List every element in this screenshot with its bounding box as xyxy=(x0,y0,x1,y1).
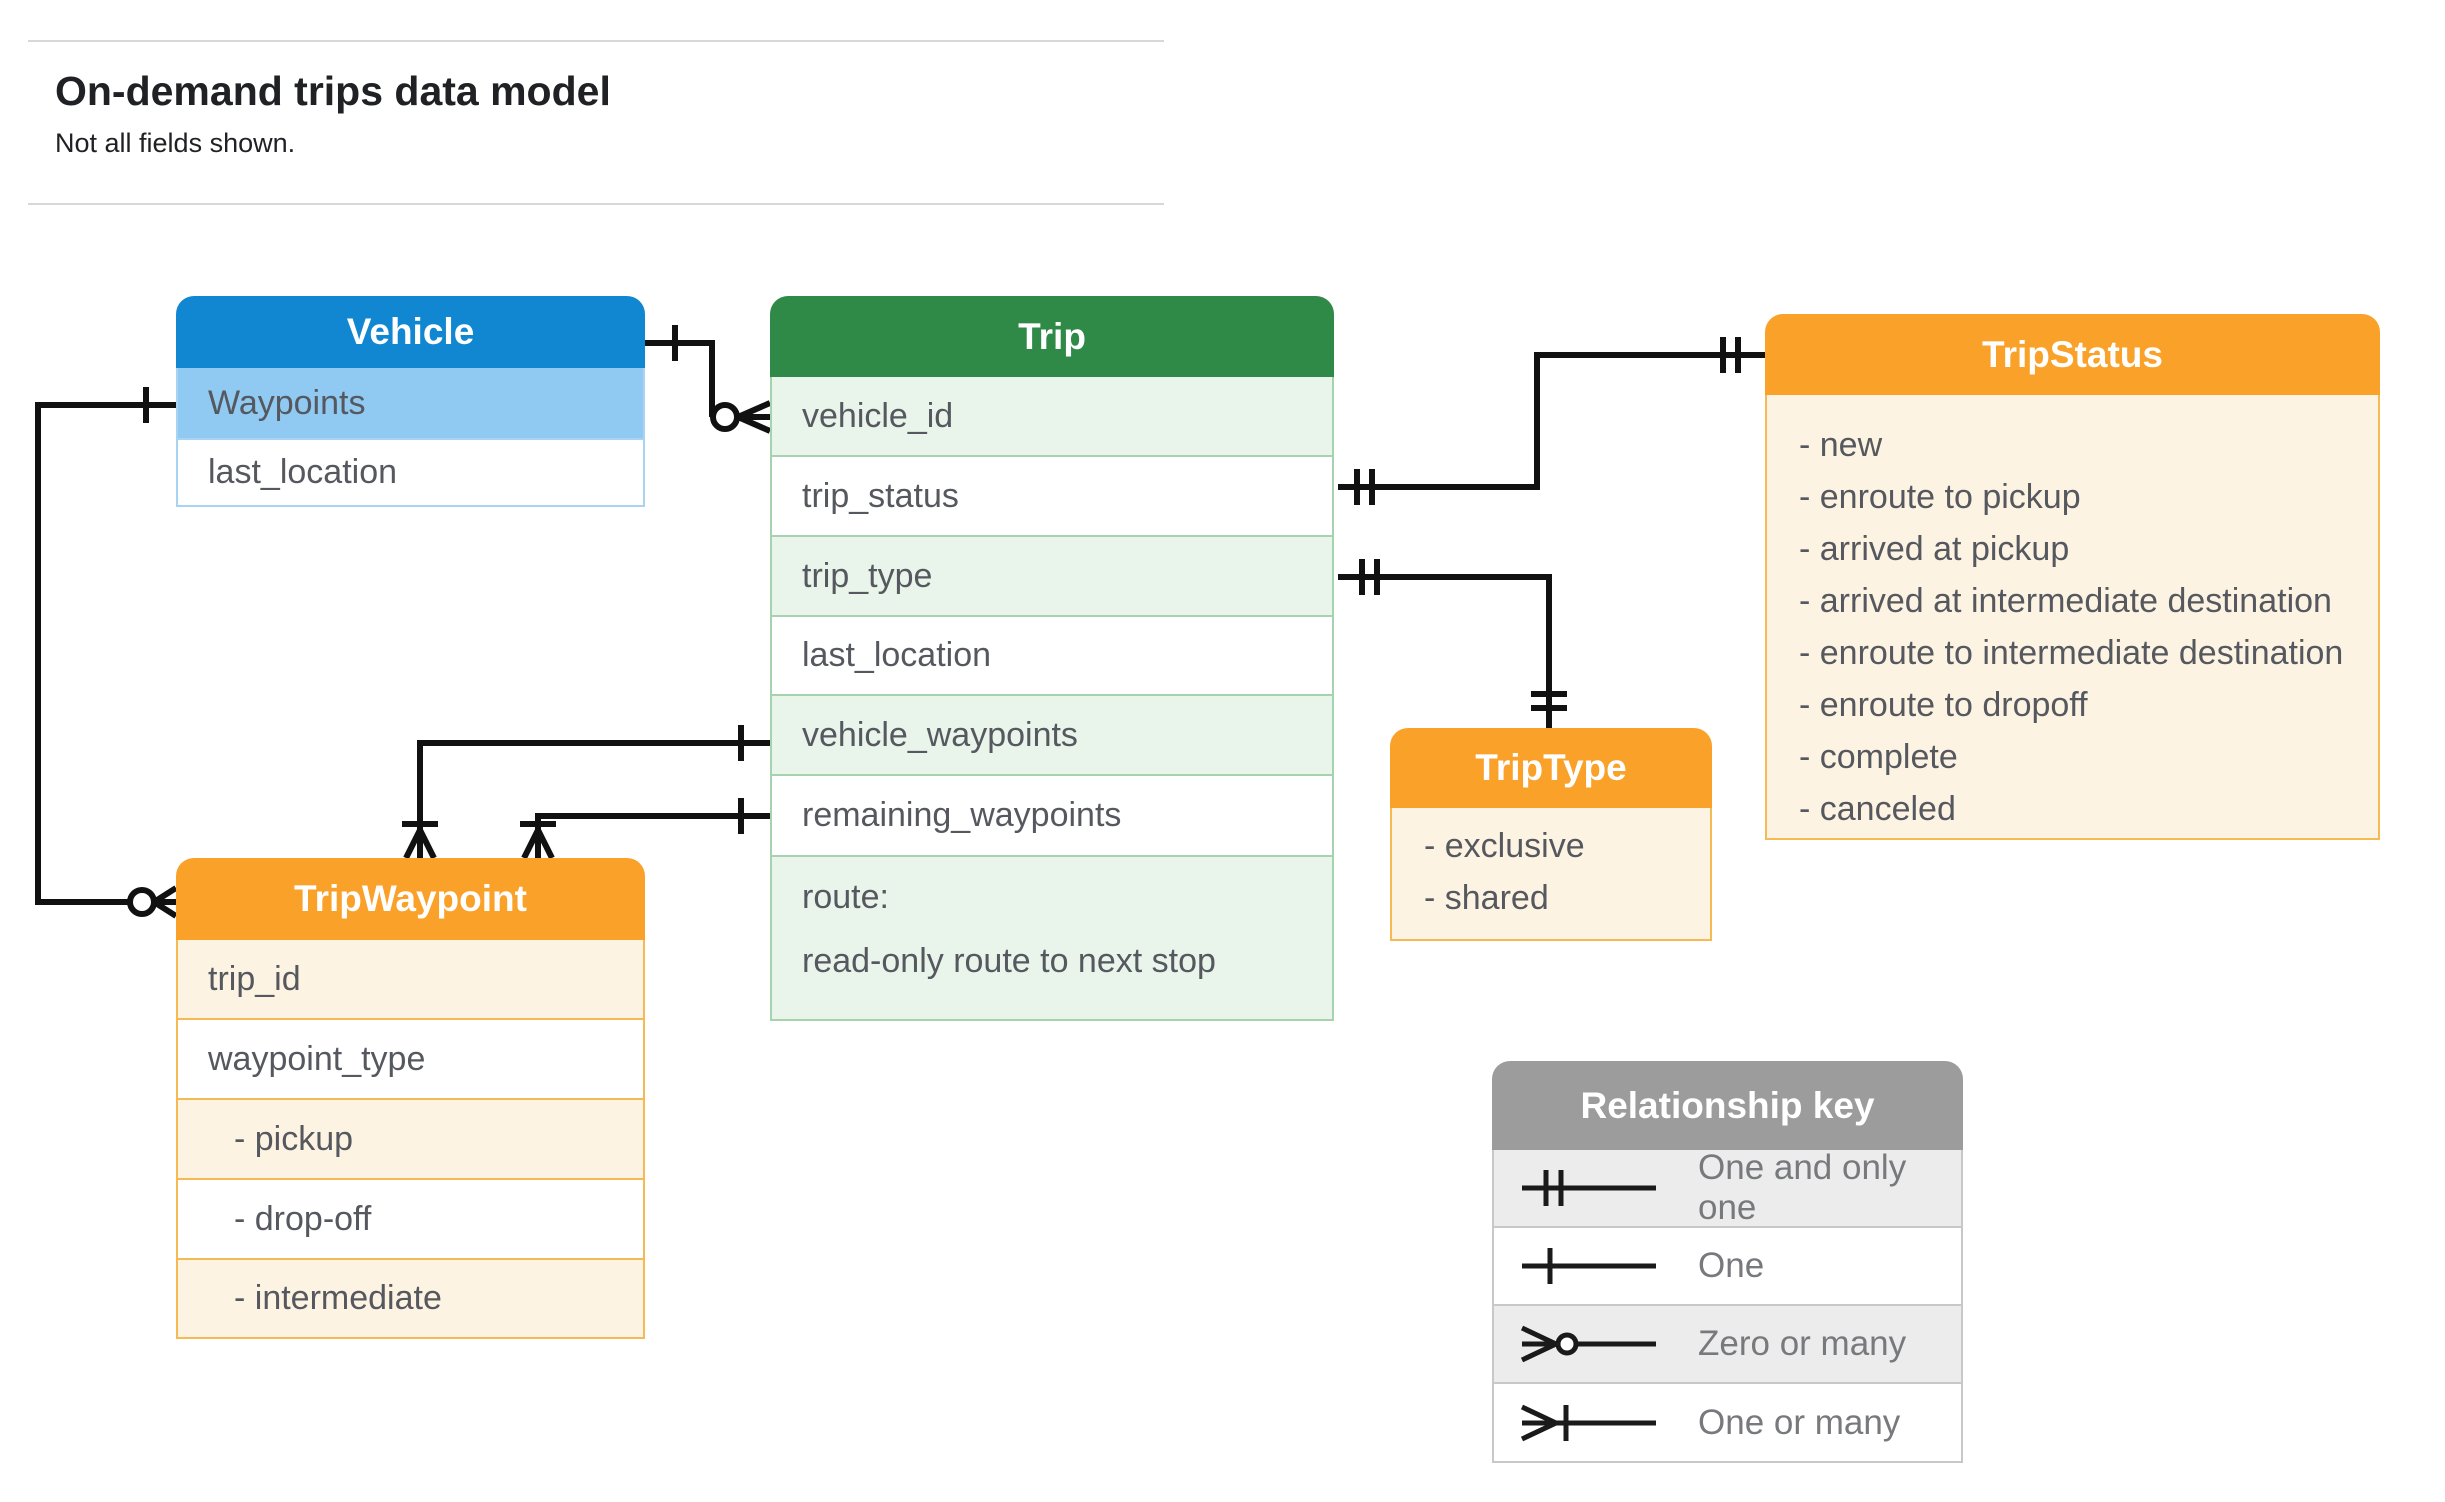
entity-triptype: TripType - exclusive - shared xyxy=(1390,728,1712,941)
field-tripwaypoint-waypoint-type: waypoint_type xyxy=(178,1018,643,1098)
triptype-value-shared: - shared xyxy=(1424,878,1549,917)
top-divider xyxy=(28,40,1164,42)
relationship-key: Relationship key One and only one One xyxy=(1492,1061,1963,1463)
one-or-many-symbol xyxy=(1520,1404,1656,1441)
connector-line xyxy=(417,740,770,830)
relationship-key-header: Relationship key xyxy=(1492,1061,1963,1150)
entity-trip-body: vehicle_id trip_status trip_type last_lo… xyxy=(770,377,1334,1021)
legend-label: One or many xyxy=(1698,1402,1901,1442)
one-symbol xyxy=(1522,1248,1656,1284)
page-subtitle: Not all fields shown. xyxy=(55,128,296,158)
field-trip-remaining-waypoints: remaining_waypoints xyxy=(772,774,1332,855)
legend-row-one-or-many: One or many xyxy=(1494,1382,1961,1461)
crows-foot-down xyxy=(521,828,555,860)
entity-tripstatus: TripStatus - new - enroute to pickup - a… xyxy=(1765,314,2380,840)
legend-label: One xyxy=(1698,1246,1765,1285)
connector-trip-to-tripstatus xyxy=(1338,337,1765,505)
entity-triptype-header: TripType xyxy=(1390,728,1712,808)
entity-vehicle-body: Waypoints last_location xyxy=(176,368,645,507)
entity-trip: Trip vehicle_id trip_status trip_type la… xyxy=(770,296,1334,1021)
connector-remaining-waypoints-to-tripwaypoint xyxy=(520,798,770,860)
tripstatus-value-new: - new xyxy=(1799,425,1883,464)
field-trip-route-name: route: xyxy=(802,878,889,916)
tripstatus-value-arrived-at-pickup: - arrived at pickup xyxy=(1799,529,2070,568)
entity-tripwaypoint-header: TripWaypoint xyxy=(176,858,645,940)
entity-tripstatus-body: - new - enroute to pickup - arrived at p… xyxy=(1765,395,2380,840)
tripstatus-value-complete: - complete xyxy=(1799,737,1958,776)
entity-triptype-body: - exclusive - shared xyxy=(1390,808,1712,941)
entity-vehicle-header: Vehicle xyxy=(176,296,645,368)
connector-line xyxy=(645,340,715,417)
connector-line xyxy=(35,402,176,905)
field-trip-route-description: read-only route to next stop xyxy=(802,942,1216,980)
connector-line xyxy=(535,813,770,830)
legend-label: Zero or many xyxy=(1698,1324,1907,1363)
crows-foot-right xyxy=(736,400,772,434)
connector-line xyxy=(1338,352,1765,490)
title-divider xyxy=(28,203,1164,205)
page-title: On-demand trips data model xyxy=(55,68,611,114)
field-vehicle-last-location: last_location xyxy=(178,438,643,505)
field-trip-route: route: read-only route to next stop xyxy=(772,855,1332,1019)
field-trip-status: trip_status xyxy=(772,455,1332,535)
crows-foot-down xyxy=(403,828,437,860)
entity-tripstatus-header: TripStatus xyxy=(1765,314,2380,395)
crows-foot-right xyxy=(152,885,178,919)
one-and-only-one-symbol xyxy=(1522,1170,1656,1206)
entity-tripwaypoint-body: trip_id waypoint_type - pickup - drop-of… xyxy=(176,940,645,1339)
zero-circle xyxy=(127,887,157,917)
tripstatus-value-enroute-to-pickup: - enroute to pickup xyxy=(1799,477,2081,516)
connector-line xyxy=(1338,574,1552,728)
triptype-value-exclusive: - exclusive xyxy=(1424,826,1585,865)
field-trip-vehicle-waypoints: vehicle_waypoints xyxy=(772,694,1332,774)
tripstatus-value-enroute-to-dropoff: - enroute to dropoff xyxy=(1799,685,2088,724)
field-trip-last-location: last_location xyxy=(772,615,1332,694)
zero-or-many-symbol xyxy=(1520,1325,1656,1363)
field-trip-vehicle-id: vehicle_id xyxy=(772,377,1332,455)
tripwaypoint-value-intermediate: - intermediate xyxy=(178,1258,643,1337)
tripstatus-value-enroute-to-intermediate-destination: - enroute to intermediate destination xyxy=(1799,633,2344,672)
field-tripwaypoint-trip-id: trip_id xyxy=(178,940,643,1018)
tripstatus-value-canceled: - canceled xyxy=(1799,789,1956,828)
entity-trip-header: Trip xyxy=(770,296,1334,377)
connector-vehicle-to-tripwaypoint xyxy=(35,387,178,919)
legend-row-one: One xyxy=(1494,1226,1961,1304)
field-trip-type: trip_type xyxy=(772,535,1332,615)
tripwaypoint-value-drop-off: - drop-off xyxy=(178,1178,643,1258)
connector-vehicle-waypoints-to-tripwaypoint xyxy=(402,725,770,860)
legend-row-zero-or-many: Zero or many xyxy=(1494,1304,1961,1382)
zero-circle xyxy=(710,402,740,432)
entity-tripwaypoint: TripWaypoint trip_id waypoint_type - pic… xyxy=(176,858,645,1339)
field-vehicle-waypoints: Waypoints xyxy=(178,368,643,438)
tripwaypoint-value-pickup: - pickup xyxy=(178,1098,643,1178)
connector-trip-to-triptype xyxy=(1338,559,1567,728)
legend-label: One and only one xyxy=(1698,1148,1907,1227)
relationship-key-body: One and only one One Zero or many xyxy=(1492,1148,1963,1463)
tripstatus-value-arrived-at-intermediate-destination: - arrived at intermediate destination xyxy=(1799,581,2332,620)
legend-row-one-and-only-one: One and only one xyxy=(1494,1148,1961,1227)
connector-vehicle-to-trip xyxy=(645,325,772,434)
entity-vehicle: Vehicle Waypoints last_location xyxy=(176,296,645,507)
